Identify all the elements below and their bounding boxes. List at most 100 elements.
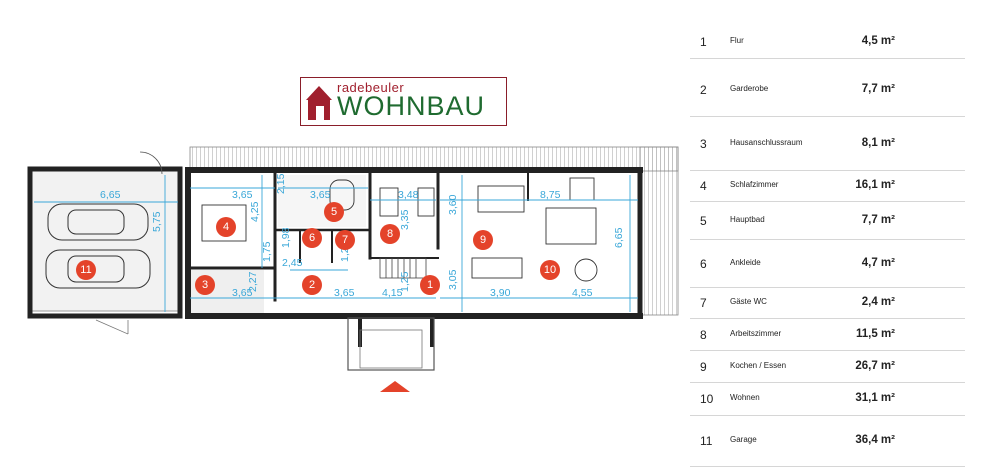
room-badge-label: 11 [80,264,91,276]
legend-room-area: 31,1 m² [855,392,895,404]
dimension-label: 6,65 [100,189,121,201]
legend-room-area: 4,5 m² [861,35,895,47]
garage-cars [45,203,151,289]
room-badge-label: 5 [331,206,337,218]
legend-room-number: 5 [700,214,707,228]
room-badge-9: 9 [473,230,493,250]
legend-room-name: Gäste WC [730,297,767,306]
room-badge-2: 2 [302,275,322,295]
room-badge-label: 6 [309,232,315,244]
legend-room-area: 11,5 m² [856,328,895,340]
room-badge-7: 7 [335,230,355,250]
legend-room-number: 11 [700,434,713,448]
entrance-step [359,329,423,369]
legend-row: 5 Hauptbad 7,7 m² [690,203,965,240]
door-swing-2 [95,319,129,335]
room-badges: 1 2 3 4 5 6 7 8 9 10 11 [76,202,560,295]
legend-room-number: 4 [700,179,707,193]
dimension-label: 3,35 [399,209,411,230]
entrance-canopy [347,317,435,371]
room-badge-10: 10 [540,260,560,280]
dimension-label: 4,25 [249,201,261,222]
dimension-label: 2,15 [275,173,287,194]
legend-room-name: Arbeitszimmer [730,329,782,338]
room-badge-label: 7 [342,234,348,246]
legend-row: 1 Flur 4,5 m² [690,27,965,59]
dimension-label: 5,75 [151,211,163,232]
legend-room-number: 7 [700,296,707,310]
legend-room-area: 8,1 m² [861,137,895,149]
room-badge-label: 10 [544,264,556,276]
room-badge-3: 3 [195,275,215,295]
legend-room-number: 3 [700,137,707,151]
door-swing [139,151,163,175]
legend-row: 2 Garderobe 7,7 m² [690,65,965,117]
room-badge-label: 1 [427,279,433,291]
legend-row: 4 Schlafzimmer 16,1 m² [690,172,965,202]
dimension-label: 3,05 [447,269,459,290]
legend-room-number: 2 [700,83,707,97]
dimension-label: 2,45 [282,257,303,269]
dimension-lines [34,175,638,312]
dimension-label: 6,65 [613,227,625,248]
dimension-label: 1,25 [399,271,411,292]
legend-room-number: 1 [700,35,707,49]
room-badge-label: 3 [202,279,208,291]
legend-room-name: Hausanschlussraum [730,138,803,147]
dimension-label: 4,55 [572,287,593,299]
legend-row: 8 Arbeitszimmer 11,5 m² [690,320,965,351]
dimension-label: 3,48 [398,189,419,201]
legend-room-name: Hauptbad [730,215,765,224]
room-badge-8: 8 [380,224,400,244]
staircase [379,257,427,279]
legend-room-area: 26,7 m² [855,360,895,372]
dimension-label: 3,60 [447,194,459,215]
legend-row: 10 Wohnen 31,1 m² [690,384,965,416]
dimension-label: 3,65 [334,287,355,299]
legend-room-area: 4,7 m² [861,257,895,269]
legend-room-name: Flur [730,36,744,45]
legend-room-area: 2,4 m² [861,296,895,308]
logo: radebeuler WOHNBAU [300,77,507,126]
logo-brand-main: WOHNBAU [337,91,485,121]
dimension-label: 1,98 [280,227,292,248]
room-badge-5: 5 [324,202,344,222]
terrace-hatch-right [639,146,679,316]
dimension-label: 3,65 [232,189,253,201]
bath-floor [278,175,366,227]
room-badge-6: 6 [302,228,322,248]
legend-room-name: Garderobe [730,84,769,93]
legend-row: 11 Garage 36,4 m² [690,417,965,467]
legend-room-area: 7,7 m² [861,83,895,95]
room-badge-label: 4 [223,221,229,233]
dimension-label: 3,90 [490,287,511,299]
dimension-label: 4,15 [382,287,403,299]
legend-room-name: Wohnen [730,393,760,402]
legend-room-area: 36,4 m² [855,434,895,446]
legend-row: 9 Kochen / Essen 26,7 m² [690,352,965,383]
legend-room-name: Kochen / Essen [730,361,787,370]
dimension-label: 2,27 [247,271,259,292]
dimension-label: 3,65 [232,287,253,299]
legend-room-number: 10 [700,392,714,406]
legend-room-area: 16,1 m² [855,179,895,191]
walls [27,166,643,347]
room-badge-1: 1 [420,275,440,295]
legend-row: 3 Hausanschlussraum 8,1 m² [690,119,965,171]
room-badge-label: 2 [309,279,315,291]
legend-row: 7 Gäste WC 2,4 m² [690,289,965,319]
legend-room-number: 8 [700,328,707,342]
legend-room-number: 9 [700,360,707,374]
room-badge-11: 11 [76,260,96,280]
dimension-label: 1,75 [261,241,273,262]
logo-brand-top: radebeuler [337,80,405,95]
dimension-label: 3,65 [310,189,331,201]
entrance-arrow-icon [380,381,410,392]
legend-room-name: Schlafzimmer [730,180,779,189]
legend-room-name: Garage [730,435,757,444]
legend-room-area: 7,7 m² [861,214,895,226]
